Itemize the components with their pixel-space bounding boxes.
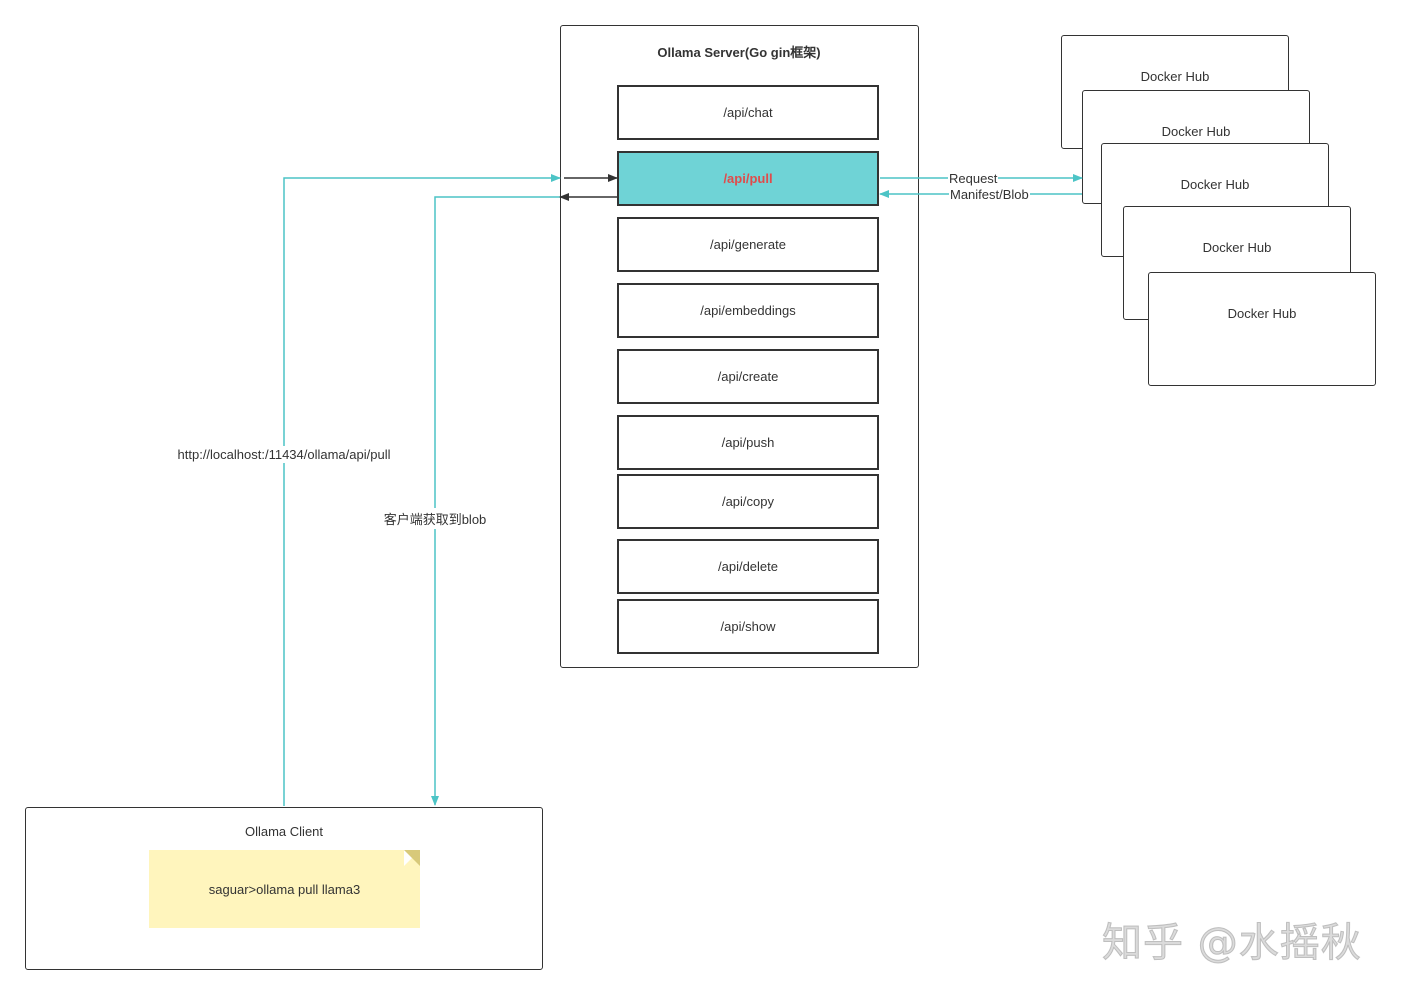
endpoint-generate: /api/generate bbox=[617, 217, 879, 272]
command-note: saguar>ollama pull llama3 bbox=[149, 850, 420, 928]
endpoint-copy: /api/copy bbox=[617, 474, 879, 529]
docker-hub-label: Docker Hub bbox=[1180, 177, 1250, 192]
endpoint-pull: /api/pull bbox=[617, 151, 879, 206]
endpoint-push: /api/push bbox=[617, 415, 879, 470]
command-text: saguar>ollama pull llama3 bbox=[208, 881, 361, 897]
endpoint-embeddings: /api/embeddings bbox=[617, 283, 879, 338]
manifest-blob-label: Manifest/Blob bbox=[949, 187, 1030, 202]
client-response-label: 客户端获取到blob bbox=[381, 508, 489, 529]
docker-hub-label: Docker Hub bbox=[1140, 69, 1210, 84]
docker-hub-label: Docker Hub bbox=[1161, 124, 1231, 139]
client-response-line bbox=[431, 196, 560, 806]
zhihu-watermark: 知乎 @水摇秋 bbox=[1102, 920, 1362, 967]
request-label: Request bbox=[948, 171, 999, 186]
docker-hub-5: Docker Hub bbox=[1148, 272, 1376, 386]
client-request-line bbox=[283, 174, 561, 806]
endpoint-delete: /api/delete bbox=[617, 539, 879, 594]
docker-hub-label: Docker Hub bbox=[1227, 306, 1297, 321]
endpoint-create: /api/create bbox=[617, 349, 879, 404]
docker-hub-label: Docker Hub bbox=[1202, 240, 1272, 255]
client-title: Ollama Client bbox=[244, 824, 324, 839]
server-title: Ollama Server(Go gin框架) bbox=[657, 45, 821, 60]
client-request-url-label: http://localhost:/11434/ollama/api/pull bbox=[175, 446, 393, 463]
endpoint-chat: /api/chat bbox=[617, 85, 879, 140]
note-fold bbox=[404, 850, 420, 866]
endpoint-show: /api/show bbox=[617, 599, 879, 654]
